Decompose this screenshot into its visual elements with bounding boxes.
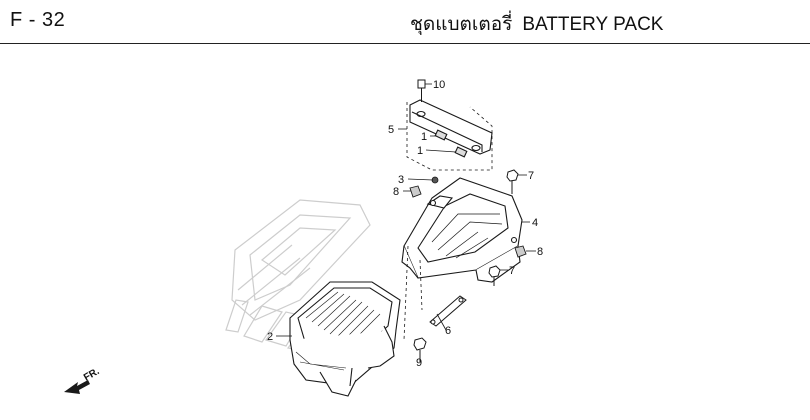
header: F - 32 ชุดแบตเตอรี่ BATTERY PACK	[0, 0, 810, 44]
battery-bracket-part-5	[406, 99, 493, 171]
callout-9: 9	[416, 357, 422, 369]
battery-tray-part-4	[401, 177, 523, 283]
callout-8-right: 8	[537, 246, 543, 258]
clip-nut-part-8-right	[514, 245, 527, 258]
callout-10: 10	[433, 79, 445, 91]
callout-1-lower: 1	[417, 145, 423, 157]
callout-4: 4	[532, 217, 538, 229]
callout-8-left: 8	[393, 186, 399, 198]
front-direction-arrow-icon: FR.	[64, 366, 102, 394]
front-direction-label: FR.	[82, 366, 102, 384]
page-title: ชุดแบตเตอรี่ BATTERY PACK	[410, 9, 663, 39]
clip-nut-part-8-left	[409, 185, 422, 198]
battery-pack-part-2	[289, 281, 401, 397]
callout-2: 2	[267, 331, 273, 343]
callout-6: 6	[445, 325, 451, 337]
page-title-thai: ชุดแบตเตอรี่	[410, 14, 513, 35]
leader-lines	[276, 83, 536, 362]
page-title-english: BATTERY PACK	[522, 14, 664, 35]
bolt-part-7-lower	[488, 265, 501, 286]
callout-3: 3	[398, 174, 404, 186]
callout-5: 5	[388, 124, 394, 136]
callout-7-upper: 7	[528, 170, 534, 182]
callout-1-upper: 1	[421, 131, 427, 143]
bolt-part-7-upper	[506, 169, 519, 194]
bolt-part-10	[417, 79, 426, 102]
page-code: F - 32	[10, 9, 66, 31]
battery-strap-part-6	[429, 295, 467, 327]
header-divider	[0, 43, 810, 44]
callout-7-lower: 7	[509, 265, 515, 277]
